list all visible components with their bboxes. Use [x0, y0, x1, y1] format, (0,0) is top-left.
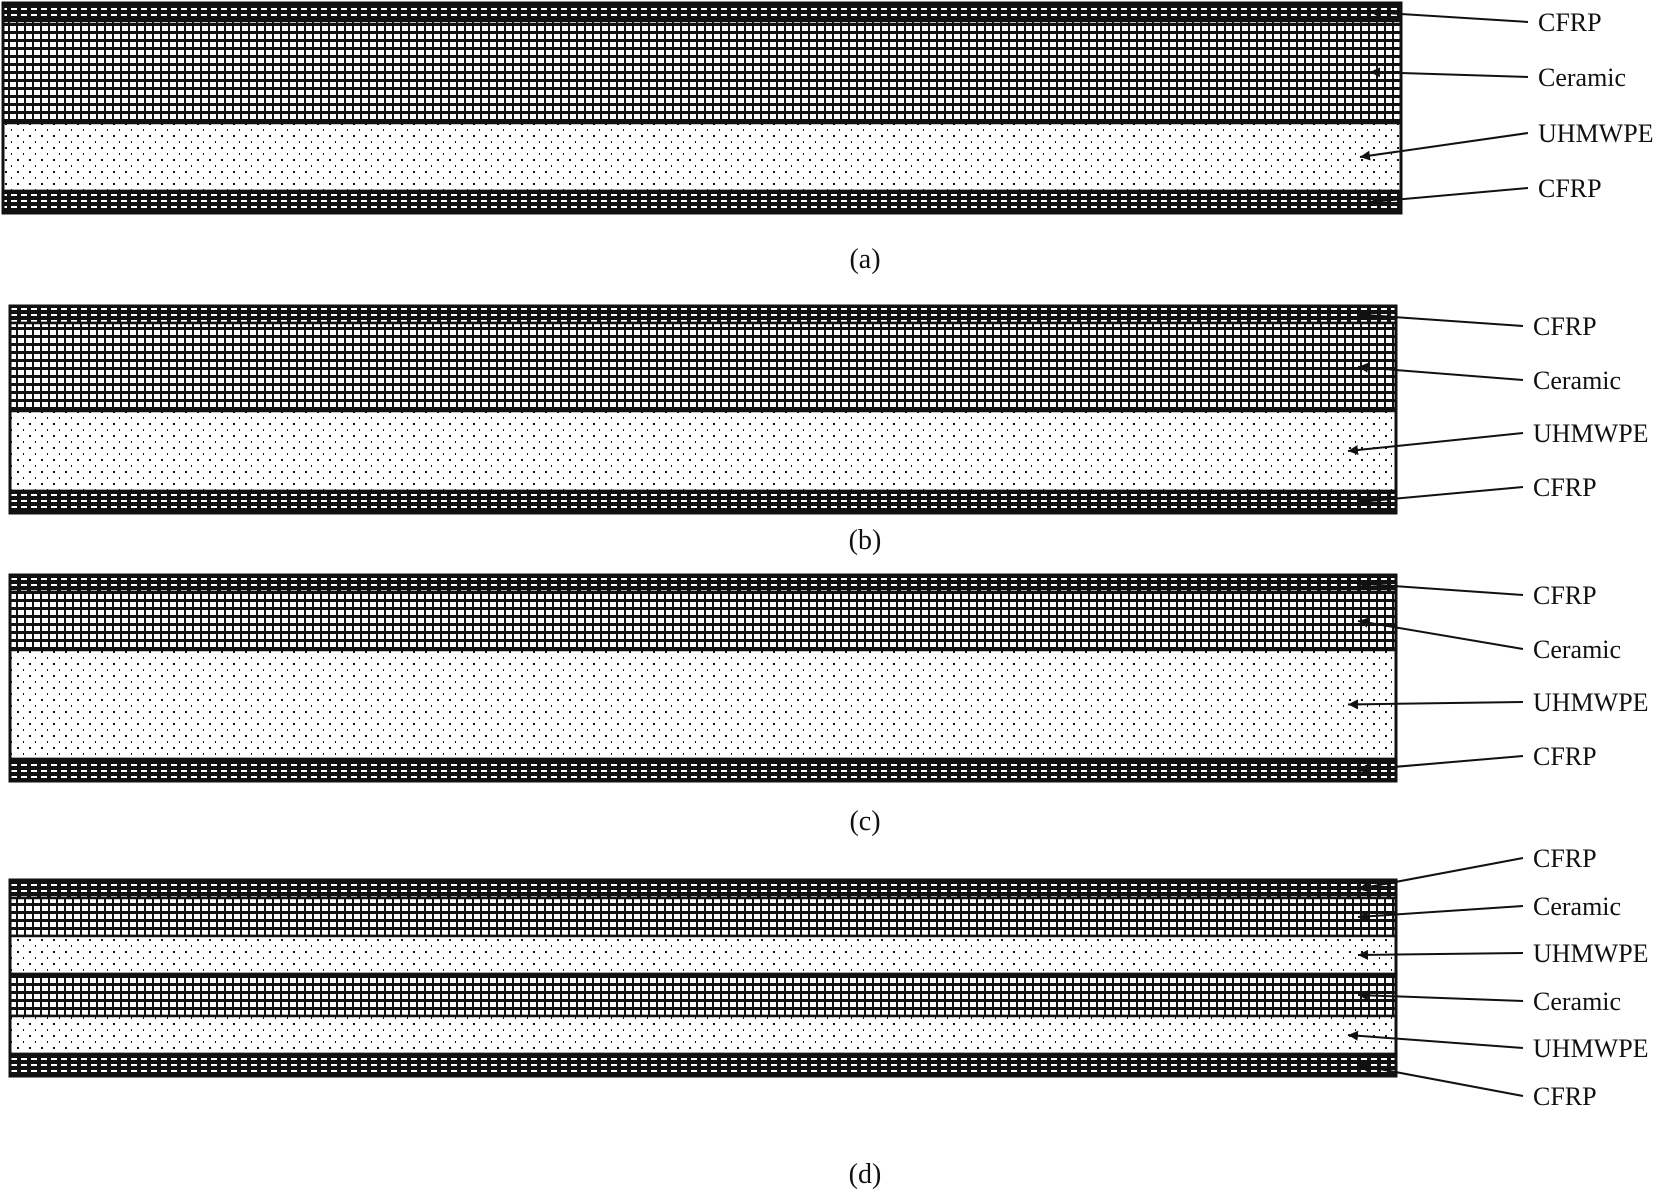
leader-arrow — [1369, 7, 1529, 23]
layer-label: Ceramic — [1533, 366, 1621, 395]
layer-ceramic — [1, 19, 1403, 125]
leader-arrow — [1357, 486, 1524, 507]
laminate-outline — [8, 304, 1398, 515]
layer-cfrp — [8, 573, 1398, 594]
leader-arrow — [1347, 699, 1524, 710]
leader-arrow — [1369, 67, 1529, 78]
leader-arrow — [1357, 579, 1524, 596]
layer-ceramic — [8, 972, 1398, 1018]
layer-label: Ceramic — [1533, 635, 1621, 664]
layer-label: UHMWPE — [1533, 1034, 1649, 1063]
laminate-outline — [1, 1, 1403, 215]
layer-label: UHMWPE — [1533, 419, 1649, 448]
layer-label: CFRP — [1533, 844, 1597, 873]
layer-label: CFRP — [1533, 1082, 1597, 1111]
panel-caption: (c) — [849, 806, 880, 837]
leader-arrow — [1357, 362, 1524, 381]
layer-ceramic — [8, 321, 1398, 413]
layer-label: Ceramic — [1533, 892, 1621, 921]
laminate-outline — [8, 573, 1398, 783]
layer-uhmwpe — [8, 409, 1398, 493]
layer-label: CFRP — [1533, 581, 1597, 610]
leader-arrow — [1357, 905, 1524, 922]
layer-cfrp — [8, 878, 1398, 900]
leader-arrow — [1357, 310, 1524, 327]
layer-label: CFRP — [1538, 174, 1602, 203]
layer-label: CFRP — [1533, 473, 1597, 502]
layer-cfrp — [1, 1, 1403, 23]
layer-ceramic — [8, 896, 1398, 938]
layer-cfrp — [1, 189, 1403, 215]
layer-uhmwpe — [1, 121, 1403, 193]
layer-ceramic — [8, 590, 1398, 652]
layer-label: UHMWPE — [1538, 119, 1654, 148]
leader-arrow — [1357, 755, 1524, 775]
leader-arrow — [1357, 857, 1524, 893]
layer-cfrp — [8, 757, 1398, 783]
laminate-outline — [8, 878, 1398, 1078]
panel-caption: (a) — [849, 244, 880, 275]
leader-arrow — [1357, 990, 1524, 1002]
panel-caption: (b) — [849, 525, 882, 556]
layer-uhmwpe — [8, 934, 1398, 976]
layer-label: CFRP — [1538, 8, 1602, 37]
panel-caption: (d) — [849, 1159, 882, 1190]
layer-cfrp — [8, 489, 1398, 515]
leader-arrow — [1357, 617, 1524, 650]
layer-label: UHMWPE — [1533, 688, 1649, 717]
layer-cfrp — [8, 304, 1398, 325]
layer-label: CFRP — [1533, 742, 1597, 771]
leader-arrow — [1347, 432, 1524, 455]
layer-label: UHMWPE — [1533, 939, 1649, 968]
leader-arrow — [1369, 187, 1529, 207]
layer-label: Ceramic — [1538, 63, 1626, 92]
layer-cfrp — [8, 1052, 1398, 1078]
leader-arrow — [1347, 1030, 1524, 1049]
layer-label: Ceramic — [1533, 987, 1621, 1016]
layer-uhmwpe — [8, 648, 1398, 761]
leader-arrow — [1359, 132, 1529, 161]
leader-arrow — [1357, 1061, 1524, 1097]
layer-uhmwpe — [8, 1014, 1398, 1056]
leader-arrow — [1357, 949, 1524, 960]
layer-label: CFRP — [1533, 312, 1597, 341]
